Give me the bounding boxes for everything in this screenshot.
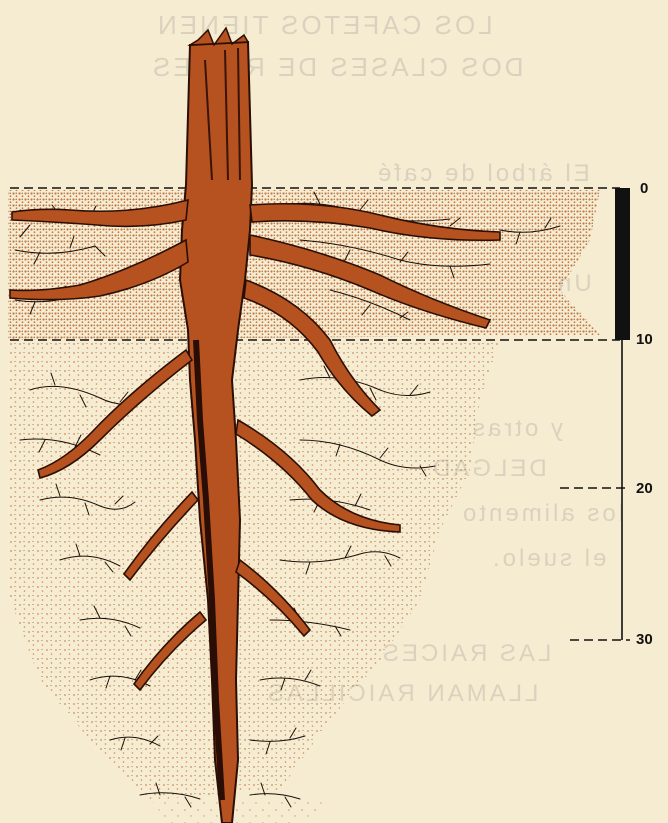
scale-label-20: 20 (636, 480, 653, 497)
scale-label-10: 10 (636, 331, 653, 348)
subsoil-stipple (8, 340, 500, 800)
deep-soil-stipple (150, 800, 330, 823)
scale-label-0: 0 (640, 180, 648, 197)
topsoil-bar (615, 188, 630, 340)
scale-label-30: 30 (636, 631, 653, 648)
